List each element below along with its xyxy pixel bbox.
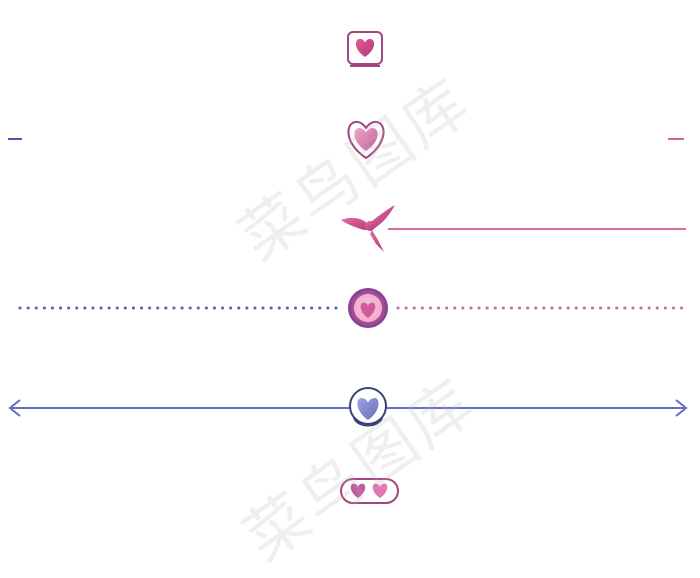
divider-canvas [8,31,688,504]
arrow-left-icon [8,399,21,417]
bird-icon [341,205,395,252]
heart-ring-shadow [353,417,383,427]
divider-outlined-heart [8,120,684,160]
divider-square-heart [10,31,686,67]
divider-dotted-circle-heart [18,288,688,328]
heart-right-icon [372,483,388,498]
heart-left-icon [350,483,366,498]
double-heart-pill [340,478,399,504]
outlined-heart-icon [354,127,378,151]
divider-collection: 菜鸟图库 菜鸟图库 [8,31,688,575]
arrow-right-icon [675,399,688,417]
divider-arrow-circle-heart [8,387,688,427]
circle-heart-icon [360,302,376,318]
divider-double-heart-pill [10,478,686,504]
divider-bird [10,205,686,252]
heart-in-square-icon [355,38,375,57]
circle-heart-icon [357,397,379,420]
